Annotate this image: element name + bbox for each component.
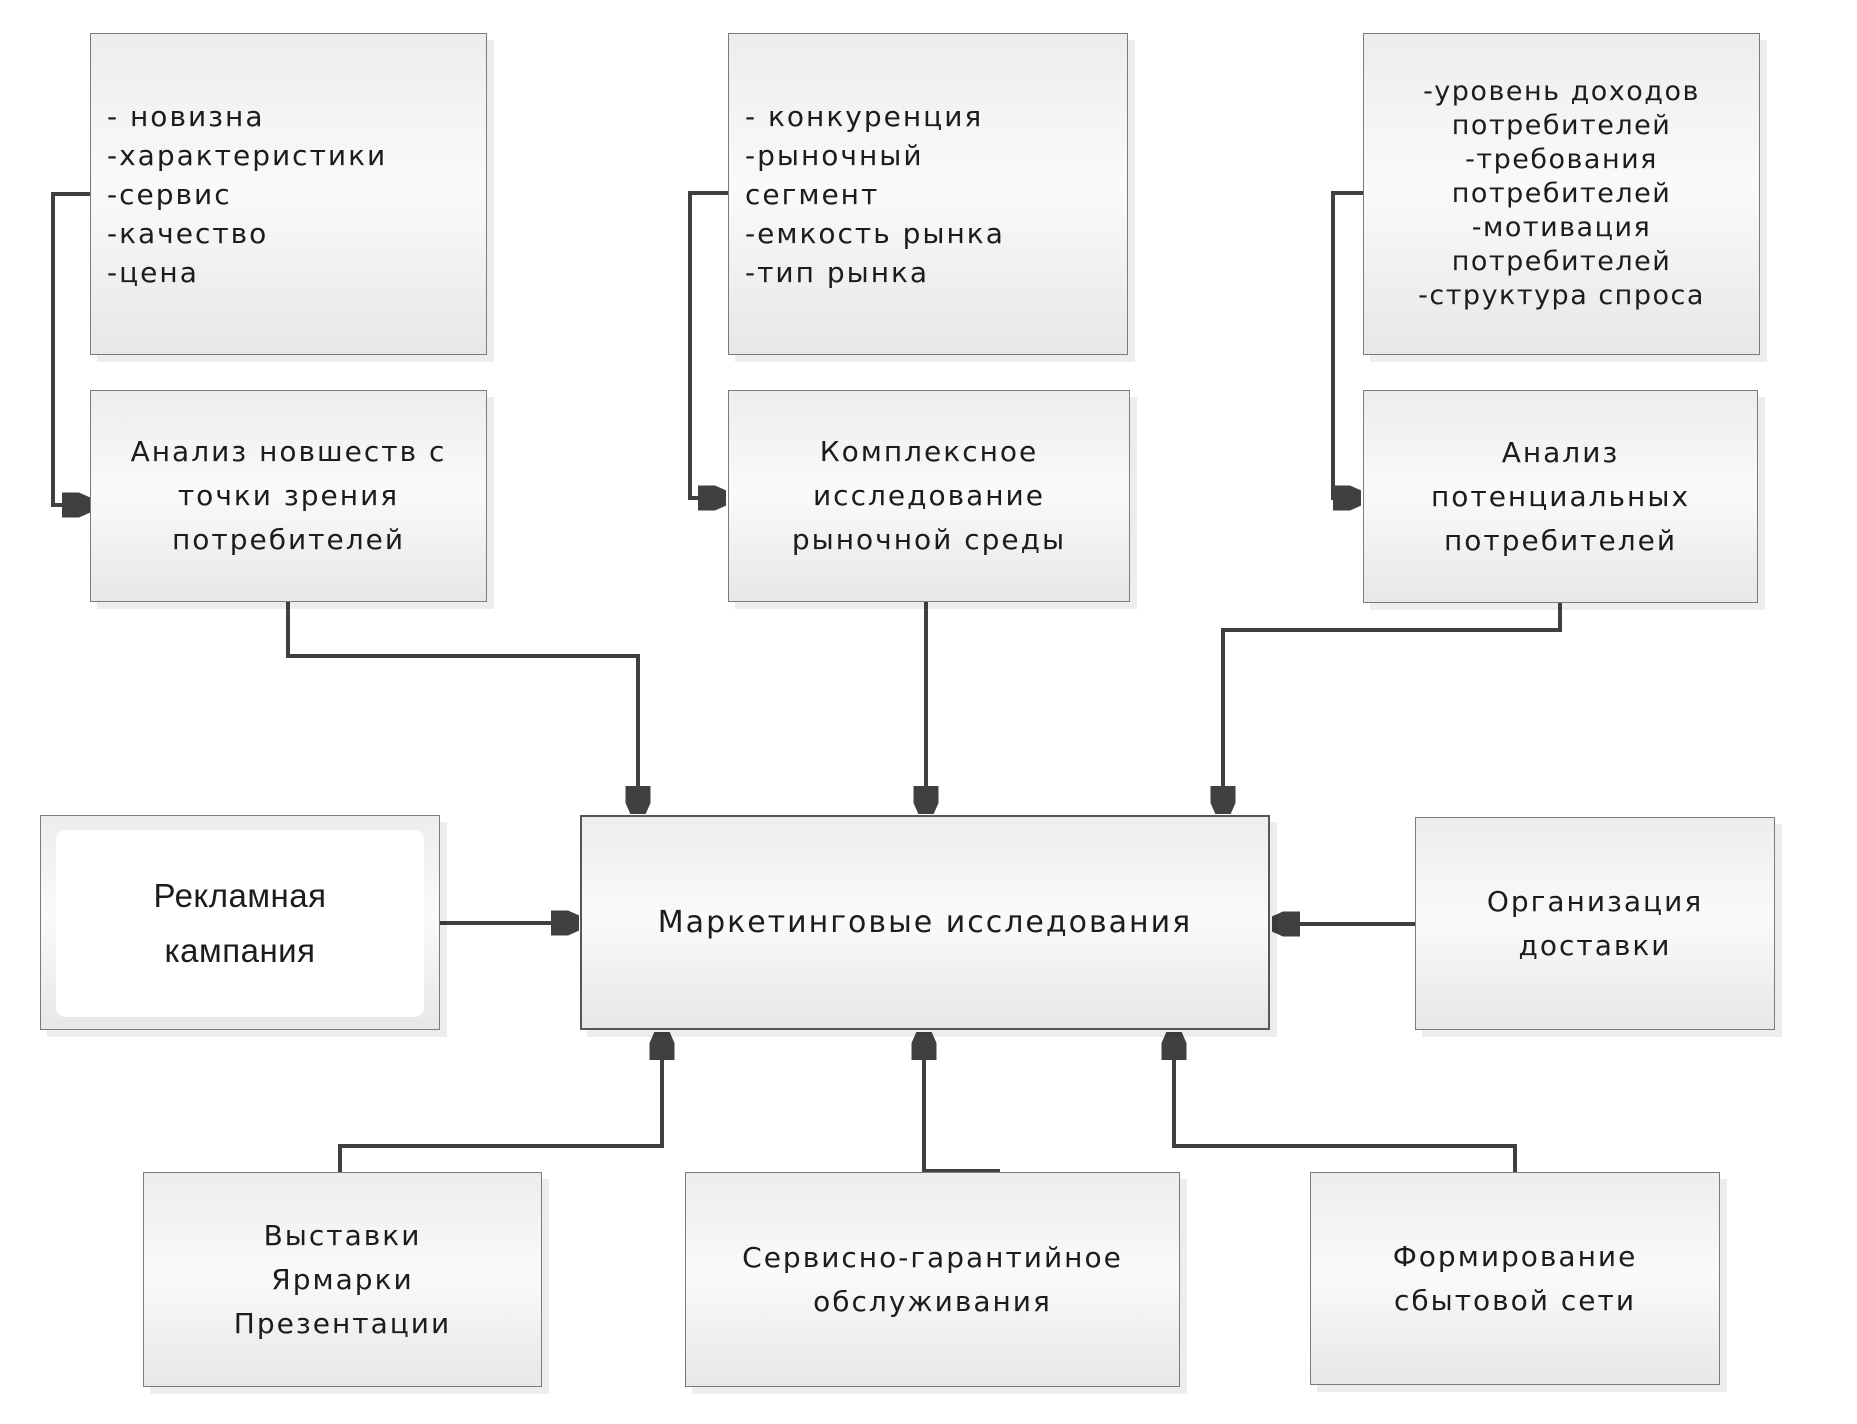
connector-exhibitions-to-marketing-research: [338, 1034, 662, 1172]
connector-service-warranty-to-marketing-research: [924, 1034, 1000, 1173]
connector-novelty-analysis-to-marketing-research: [286, 602, 638, 812]
ad-campaign-inner-panel: [56, 830, 424, 1017]
box-label: - новизна-характеристики-сервис-качество…: [107, 99, 388, 289]
connector-sales-network-to-marketing-research: [1174, 1034, 1517, 1172]
connector-consumer-factors-to-potential-analysis: [1331, 191, 1363, 498]
connector-market-factors-to-complex-research: [688, 191, 728, 498]
box-label: Маркетинговые исследования: [657, 905, 1193, 940]
connector-potential-analysis-to-marketing-research: [1223, 603, 1562, 812]
connector-product-factors-to-novelty-analysis: [51, 192, 92, 505]
box-product-factors: - новизна-характеристики-сервис-качество…: [90, 33, 487, 355]
box-marketing-research: Маркетинговые исследования: [580, 815, 1270, 1030]
